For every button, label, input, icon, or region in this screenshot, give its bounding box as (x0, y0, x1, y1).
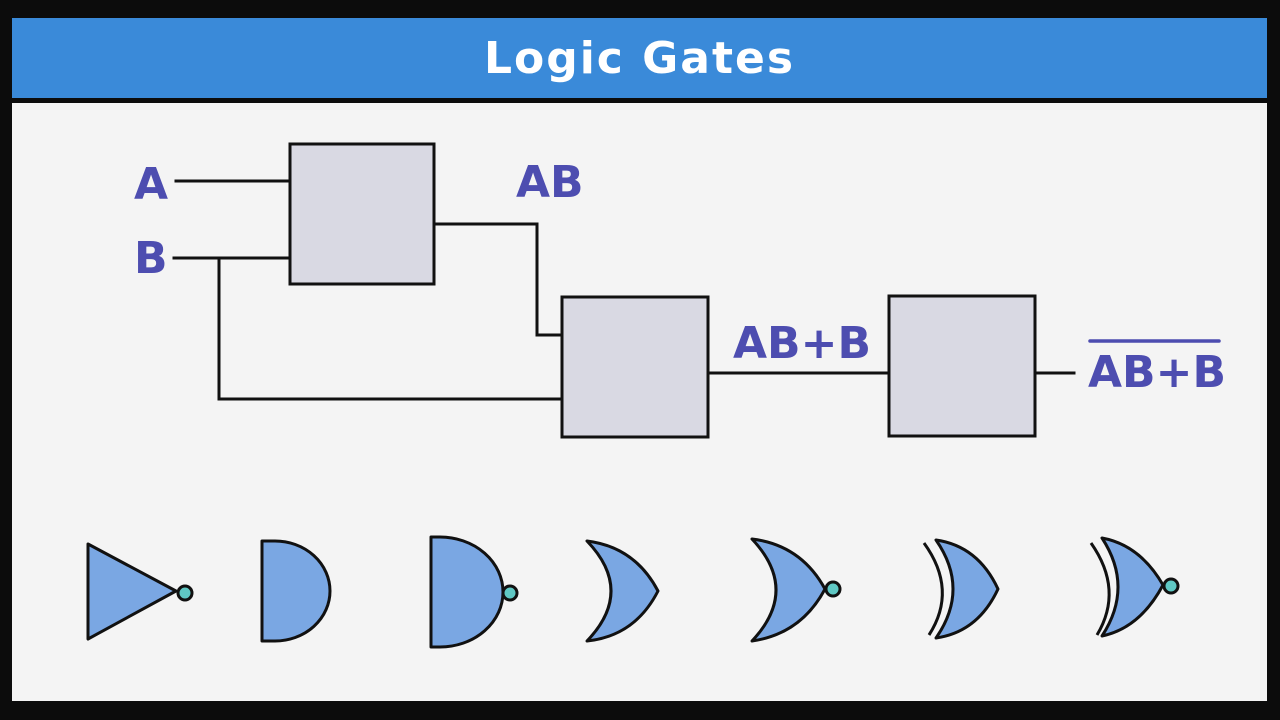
label-input-a: A (134, 159, 168, 210)
label-input-b: B (134, 233, 168, 284)
xnor-gate-icon (1089, 536, 1180, 638)
page-title: Logic Gates (483, 32, 796, 84)
xor-gate-icon (922, 538, 1000, 640)
title-bar: Logic Gates (12, 18, 1267, 98)
and-gate-icon (260, 539, 332, 643)
label-ab: AB (516, 157, 584, 208)
nand-gate-icon (429, 535, 519, 649)
wire-ab (432, 222, 564, 337)
label-ab-plus-b: AB+B (733, 318, 871, 369)
gate-box-1 (288, 142, 436, 286)
label-output: AB+B (1088, 347, 1226, 398)
wire-b-branch (217, 256, 564, 401)
gate-box-2 (560, 295, 710, 439)
nor-gate-icon (750, 537, 842, 643)
gate-box-3 (887, 294, 1037, 438)
or-gate-icon (585, 539, 660, 643)
not-gate-icon (86, 542, 194, 641)
